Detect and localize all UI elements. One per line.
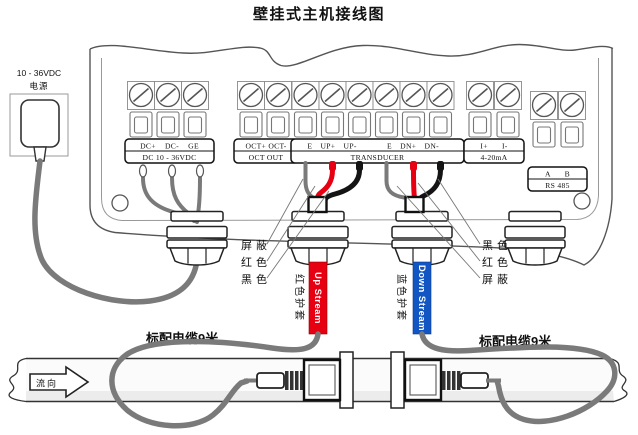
power-supply: 10 - 36VDC 电源 bbox=[9, 68, 199, 305]
wire-lug-icon bbox=[195, 164, 205, 178]
label-black-right: 黑色 bbox=[482, 238, 512, 252]
upstream-bundle-connector bbox=[307, 195, 328, 214]
terminal-screw bbox=[318, 80, 347, 138]
wire-lug-icon bbox=[138, 164, 148, 178]
cable-gland-4 bbox=[504, 210, 566, 266]
terminal-block-transducer bbox=[291, 80, 455, 138]
transducer-up-row: E UP+ UP- bbox=[307, 142, 357, 151]
rs485-row1: A B bbox=[545, 170, 570, 179]
label-plate-rs485: A B RS 485 bbox=[527, 166, 588, 192]
dc-row2: DC 10 - 36VDC bbox=[143, 153, 197, 162]
flow-arrow: 流向 bbox=[29, 365, 90, 399]
terminal-screw bbox=[493, 80, 523, 138]
screw-hole-right-icon bbox=[573, 192, 591, 210]
upstream-wires bbox=[303, 161, 363, 201]
oct-row1: OCT+ OCT- bbox=[245, 142, 286, 151]
transducer-down-row: E DN+ DN- bbox=[387, 142, 439, 151]
downstream-cable-tag: Down Stream bbox=[416, 265, 427, 331]
black-wire-tip bbox=[437, 161, 444, 171]
cable-gland-3 bbox=[391, 210, 453, 266]
terminal-screw bbox=[529, 90, 559, 148]
wire-color-labels-left: 屏蔽 红色 黑色 bbox=[241, 178, 330, 286]
terminal-screw bbox=[236, 80, 266, 138]
black-wire-tip bbox=[356, 161, 363, 171]
downstream-sheath-label: 蓝色护套 bbox=[395, 274, 408, 322]
upstream-cable-loop bbox=[109, 331, 321, 429]
page-title: 壁挂式主机接线图 bbox=[253, 5, 385, 23]
terminal-screw bbox=[465, 80, 495, 138]
label-red-left: 红色 bbox=[241, 255, 271, 269]
oct-row2: OCT OUT bbox=[249, 153, 284, 162]
power-cable bbox=[32, 158, 199, 305]
label-plate-dc: DC+ DC- GE DC 10 - 36VDC bbox=[124, 138, 215, 164]
cable-gland-1 bbox=[166, 210, 228, 266]
enclosure-top-edge bbox=[89, 43, 614, 67]
terminal-block-dc bbox=[126, 80, 210, 138]
label-plate-transducer: E UP+ UP- E DN+ DN- TRANSDUCER bbox=[290, 138, 465, 164]
terminal-block-current bbox=[465, 80, 523, 138]
label-shield-right: 屏蔽 bbox=[482, 273, 512, 286]
terminal-screw bbox=[153, 80, 183, 138]
rs485-row2: RS 485 bbox=[545, 181, 569, 190]
terminal-screw bbox=[557, 90, 587, 148]
terminal-screw bbox=[180, 80, 210, 138]
plug-barrel bbox=[256, 372, 285, 389]
terminal-block-oct bbox=[236, 80, 293, 138]
power-label: 电源 bbox=[29, 81, 48, 91]
label-shield-left: 屏蔽 bbox=[241, 239, 271, 252]
upstream-sheath-label: 红色护套 bbox=[293, 274, 306, 322]
label-plate-current: I+ I- 4-20mA bbox=[463, 138, 525, 164]
screw-hole-left-icon bbox=[111, 194, 129, 212]
wire-color-labels-right: 黑色 红色 屏蔽 bbox=[396, 178, 512, 286]
downstream-wires bbox=[384, 161, 444, 201]
terminal-screw bbox=[126, 80, 156, 138]
current-row1: I+ I- bbox=[480, 142, 507, 151]
terminal-screw bbox=[263, 80, 293, 138]
downstream-cable-loop bbox=[419, 331, 618, 425]
upstream-cable-tag: Up Stream bbox=[312, 272, 323, 324]
plug-barrel bbox=[460, 372, 489, 389]
dc-row1: DC+ DC- GE bbox=[140, 142, 199, 151]
enclosure-inner-panel bbox=[101, 58, 599, 222]
downstream-cable: Down Stream 蓝色护套 bbox=[395, 261, 432, 335]
terminal-screw bbox=[291, 80, 320, 138]
red-wire-tip bbox=[329, 161, 336, 171]
transducer-upstream bbox=[244, 358, 342, 402]
adapter-neck bbox=[33, 146, 47, 162]
clamp-strap-upstream bbox=[339, 351, 354, 409]
label-red-right: 红色 bbox=[482, 255, 512, 269]
label-plates: DC+ DC- GE DC 10 - 36VDC OCT+ OCT- OCT O… bbox=[124, 138, 588, 192]
label-black-left: 黑色 bbox=[241, 272, 271, 286]
downstream-bundle-connector bbox=[404, 195, 425, 214]
terminal-block-rs485 bbox=[529, 90, 587, 148]
terminal-screw bbox=[399, 80, 428, 138]
power-adapter bbox=[20, 99, 60, 148]
pipe-break-left bbox=[8, 357, 27, 403]
wire-lug-icon bbox=[167, 164, 177, 178]
upstream-cable: Up Stream 红色护套 bbox=[293, 261, 328, 335]
red-wire-tip bbox=[410, 161, 417, 171]
power-voltage-label: 10 - 36VDC bbox=[17, 68, 61, 78]
transducer-row2: TRANSDUCER bbox=[351, 153, 405, 162]
terminal-screw bbox=[372, 80, 401, 138]
clamp-strap-downstream bbox=[390, 351, 405, 409]
terminal-screw bbox=[426, 80, 455, 138]
transducer-downstream bbox=[403, 358, 501, 402]
flow-label: 流向 bbox=[36, 378, 58, 389]
cable-gland-2 bbox=[287, 210, 349, 266]
label-plate-oct: OCT+ OCT- OCT OUT bbox=[233, 138, 299, 164]
current-row2: 4-20mA bbox=[480, 153, 507, 162]
terminal-screw bbox=[345, 80, 374, 138]
